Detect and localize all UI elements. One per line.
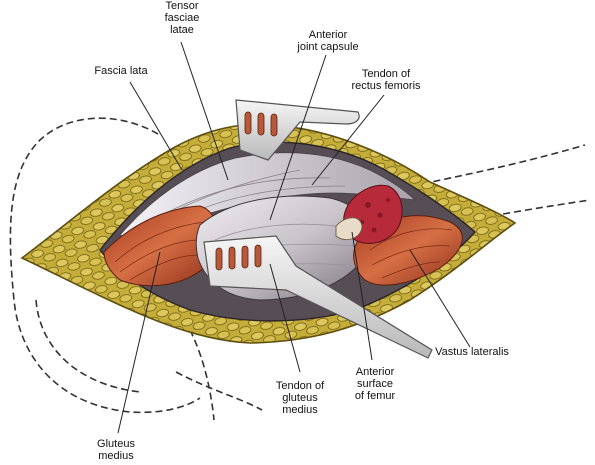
leader-lines: [117, 41, 471, 434]
label-fascia-lata: Fascia lata: [94, 65, 148, 77]
rectus-femoris-tendon: [335, 217, 363, 240]
label-tendon-rectus-femoris: Tendon of rectus femoris: [351, 68, 421, 92]
label-tensor-fasciae-latae: Tensor fasciae latae: [164, 0, 200, 36]
leader-gluteus-tendon: [269, 263, 301, 373]
label-anterior-surface-femur: Anterior surface of femur: [354, 366, 396, 402]
upper-retractor: [235, 99, 360, 161]
leader-femur: [351, 231, 373, 361]
label-anterior-joint-capsule: Anterior joint capsule: [297, 29, 359, 53]
leader-fascia: [129, 81, 183, 171]
leader-vastus: [409, 249, 471, 348]
lower-retractor: [203, 235, 433, 359]
leader-tensor: [180, 41, 229, 181]
label-tendon-gluteus-medius: Tendon of gluteus medius: [275, 380, 325, 416]
label-gluteus-medius: Gluteus medius: [97, 438, 135, 462]
leader-gluteus: [117, 251, 161, 434]
label-vastus-lateralis: Vastus lateralis: [435, 346, 509, 358]
leader-rectus: [311, 94, 385, 186]
leader-capsule: [269, 54, 327, 221]
